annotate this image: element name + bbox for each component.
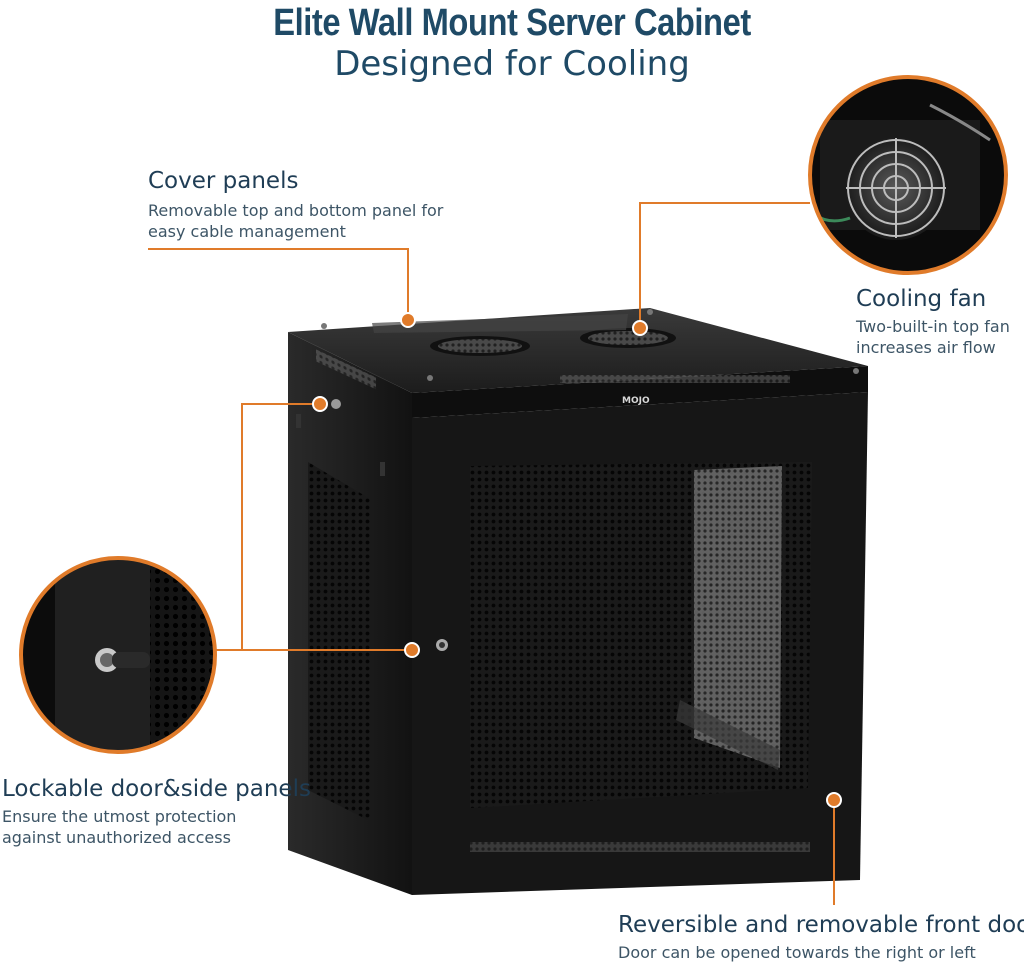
fan-detail-photo [808,75,1008,275]
feature-desc-line2: against unauthorized access [2,828,231,847]
page-subtitle: Designed for Cooling [334,44,690,84]
callout-dot-cover [400,312,416,328]
feature-desc-line2: easy cable management [148,222,346,241]
callout-dot-side [312,396,328,412]
brand-logo: MOJO [622,396,650,406]
top-vent-left [430,336,530,356]
callout-dot-fan [632,320,648,336]
cabinet-top [288,308,868,418]
feature-desc-line2: increases air flow [856,338,996,357]
feature-desc-line1: Ensure the utmost protection [2,807,237,826]
feature-lockable: Lockable door&side panels Ensure the utm… [2,776,311,848]
callout-dot-door [826,792,842,808]
feature-front-door: Reversible and removable front door Door… [618,912,1024,963]
feature-cover-panels: Cover panels Removable top and bottom pa… [148,168,443,242]
feature-title: Reversible and removable front door [618,912,1024,938]
feature-desc-line1: Door can be opened towards the right or … [618,943,976,962]
callout-lines [148,202,835,905]
callout-line-fan [639,202,810,326]
lock-detail-photo [19,556,217,754]
feature-title: Cover panels [148,168,299,194]
page-title: Elite Wall Mount Server Cabinet [273,2,751,44]
callout-dots [312,312,842,808]
cabinet-side-panel [288,332,412,895]
feature-desc-line1: Two-built-in top fan [856,317,1010,336]
callout-line-lock-top [214,403,318,651]
cabinet-front-door [412,392,868,895]
feature-desc-line1: Removable top and bottom panel for [148,201,444,220]
feature-cooling-fan: Cooling fan Two-built-in top fan increas… [856,286,1010,358]
top-vent-right [580,328,676,348]
callout-line-cover [148,248,409,318]
callout-dot-lock [404,642,420,658]
feature-title: Cooling fan [856,286,987,312]
feature-title: Lockable door&side panels [2,776,311,802]
